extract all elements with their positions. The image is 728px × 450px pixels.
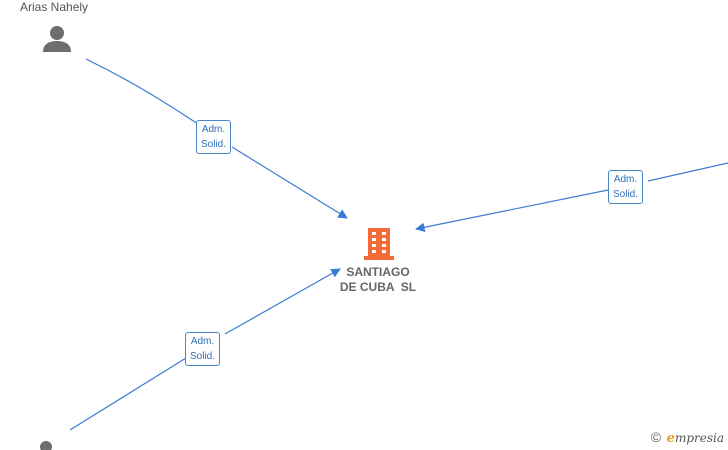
relation-label-2-line1: Adm. (613, 174, 638, 185)
person-name-label[interactable]: Arias Nahely (20, 0, 89, 14)
edge-person-2 (69, 357, 187, 431)
brand-logo-e: e (666, 431, 675, 446)
building-icon[interactable] (364, 228, 394, 260)
copyright-symbol: © (650, 429, 662, 445)
edge-person-1 (85, 58, 206, 129)
relation-label-1[interactable]: Adm. Solid. (196, 120, 232, 154)
edge-right (647, 162, 728, 182)
edge-person-2-arrow (224, 268, 341, 335)
relation-label-3-line2: Solid. (190, 351, 216, 362)
relation-label-2-line2: Solid. (613, 189, 639, 200)
edge-person-1-arrow (231, 146, 348, 219)
company-name-label[interactable]: SANTIAGO DE CUBA SL (318, 265, 438, 295)
company-name-line1: SANTIAGO (346, 265, 410, 279)
brand-logo-text: mpresia (674, 431, 724, 445)
relation-label-2[interactable]: Adm. Solid. (608, 170, 644, 204)
person-icon[interactable] (40, 441, 52, 450)
company-name-line2: DE CUBA SL (339, 280, 417, 294)
relation-label-3[interactable]: Adm. Solid. (185, 332, 221, 366)
brand-watermark: © empresia (651, 429, 724, 446)
relation-label-3-line1: Adm. (190, 336, 215, 347)
edge-right-arrow (415, 189, 609, 232)
relation-label-1-line1: Adm. (201, 124, 226, 135)
relation-label-1-line2: Solid. (201, 139, 227, 150)
person-icon[interactable] (43, 26, 71, 52)
